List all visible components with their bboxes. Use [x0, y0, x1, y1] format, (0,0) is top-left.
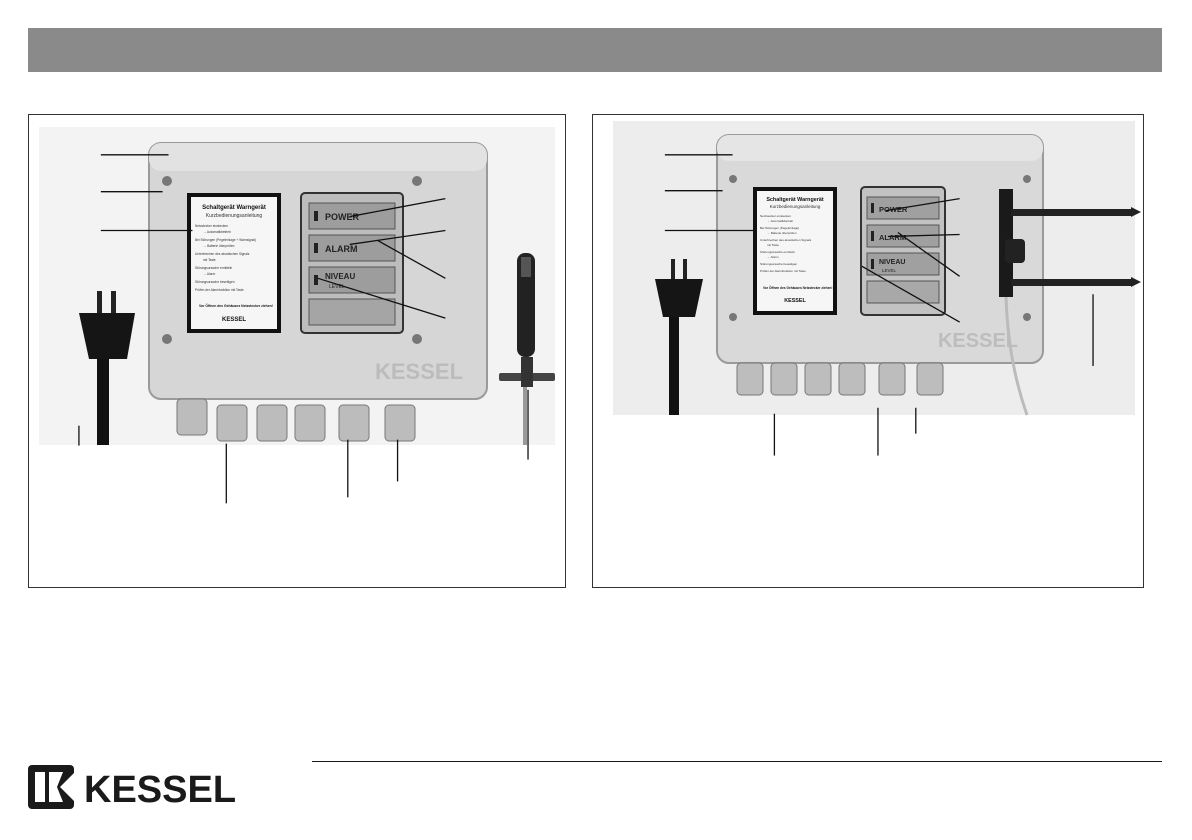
- panel-line: Störungsursache beseitigen: [195, 280, 235, 284]
- power-button-label: POWER: [325, 212, 360, 222]
- panel-line: mit Taste: [203, 258, 216, 262]
- niveau-button-sublabel: LEVEL: [329, 284, 345, 290]
- panel-line: → Automatikbetrieb: [767, 219, 794, 223]
- panel-line: Unterbrechen des akustischen Signals: [195, 252, 250, 256]
- panel-line: Prüfen der Alarmfunktion mit Taste: [195, 288, 244, 292]
- alarm-button-label: ALARM: [879, 233, 906, 242]
- panel-title: Schaltgerät Warngerät: [202, 205, 266, 211]
- niveau-button-sublabel: LEVEL: [882, 268, 897, 273]
- panel-line: Störungsursache beseitigen: [760, 262, 798, 266]
- control-unit-housing-right: Schaltgerät Warngerät Kurzbedienungsanle…: [716, 134, 1044, 364]
- panel-warning: Vor Öffnen des Gehäuses Netzstecker zieh…: [199, 303, 273, 308]
- panel-line: Störungsursache ermitteln: [195, 266, 232, 270]
- panel-line: Prüfen der Alarmfunktion mit Taste: [760, 269, 806, 273]
- panel-title: Schaltgerät Warngerät: [766, 197, 824, 203]
- footer-rule: [312, 761, 1162, 762]
- niveau-button-label: NIVEAU: [325, 272, 355, 281]
- panel-line: Störungsursache ermitteln: [760, 250, 795, 254]
- niveau-button-label: NIVEAU: [879, 259, 905, 266]
- header-bar: [28, 28, 1162, 72]
- power-button-label: POWER: [879, 205, 908, 214]
- panel-line: mit Taste: [767, 243, 779, 247]
- product-photo-right: Schaltgerät Warngerät Kurzbedienungsanle…: [613, 121, 1141, 416]
- product-photo-left: Schaltgerät Warngerät Kurzbedienungsanle…: [39, 127, 555, 445]
- panel-line: → Automatikbetrieb: [203, 230, 231, 234]
- control-unit-housing-left: Schaltgerät Warngerät Kurzbedienungsanle…: [148, 142, 488, 400]
- panel-line: Bei Störungen (Pegeleinlage): [760, 226, 799, 230]
- panel-line: → Alarm: [767, 255, 779, 259]
- plug-icon: [79, 291, 135, 445]
- housing-brand: KESSEL: [375, 359, 463, 384]
- figure-left: Schaltgerät Warngerät Kurzbedienungsanle…: [28, 114, 566, 588]
- panel-brand: KESSEL: [222, 317, 246, 323]
- cable-glands-left: [176, 398, 416, 442]
- device-illustration-right: Schaltgerät Warngerät Kurzbedienungsanle…: [655, 134, 1141, 416]
- panel-line: → Batterie überprüfen: [767, 231, 797, 235]
- panel-subtitle: Kurzbedienungsanleitung: [770, 204, 821, 209]
- panel-line: Unterbrechen des akustischen Signals: [760, 238, 812, 242]
- panel-line: → Batterie überprüfen: [203, 244, 235, 248]
- cable-glands-right: [736, 362, 944, 396]
- logo-wordmark: KESSEL: [84, 769, 236, 809]
- panel-line: Netzstecker einstecken: [195, 224, 228, 228]
- device-illustration-left: Schaltgerät Warngerät Kurzbedienungsanle…: [79, 142, 555, 445]
- panel-subtitle: Kurzbedienungsanleitung: [206, 213, 263, 219]
- panel-line: Bei Störungen (Pegeleinlage + Warnsignal…: [195, 238, 256, 242]
- panel-warning: Vor Öffnen des Gehäuses Netzstecker zieh…: [763, 285, 832, 290]
- plug-icon: [655, 259, 703, 415]
- kessel-logo-mark-icon: [28, 765, 74, 809]
- sensor-probe-right: [999, 189, 1141, 416]
- alarm-button-label: ALARM: [325, 244, 358, 254]
- panel-line: Netzstecker einstecken: [760, 214, 791, 218]
- sensor-probe-left: [499, 253, 555, 445]
- panel-line: → Alarm: [203, 272, 216, 276]
- kessel-logo: KESSEL: [28, 765, 236, 809]
- figure-right: Schaltgerät Warngerät Kurzbedienungsanle…: [592, 114, 1144, 588]
- panel-brand: KESSEL: [784, 298, 806, 304]
- housing-brand: KESSEL: [938, 330, 1018, 352]
